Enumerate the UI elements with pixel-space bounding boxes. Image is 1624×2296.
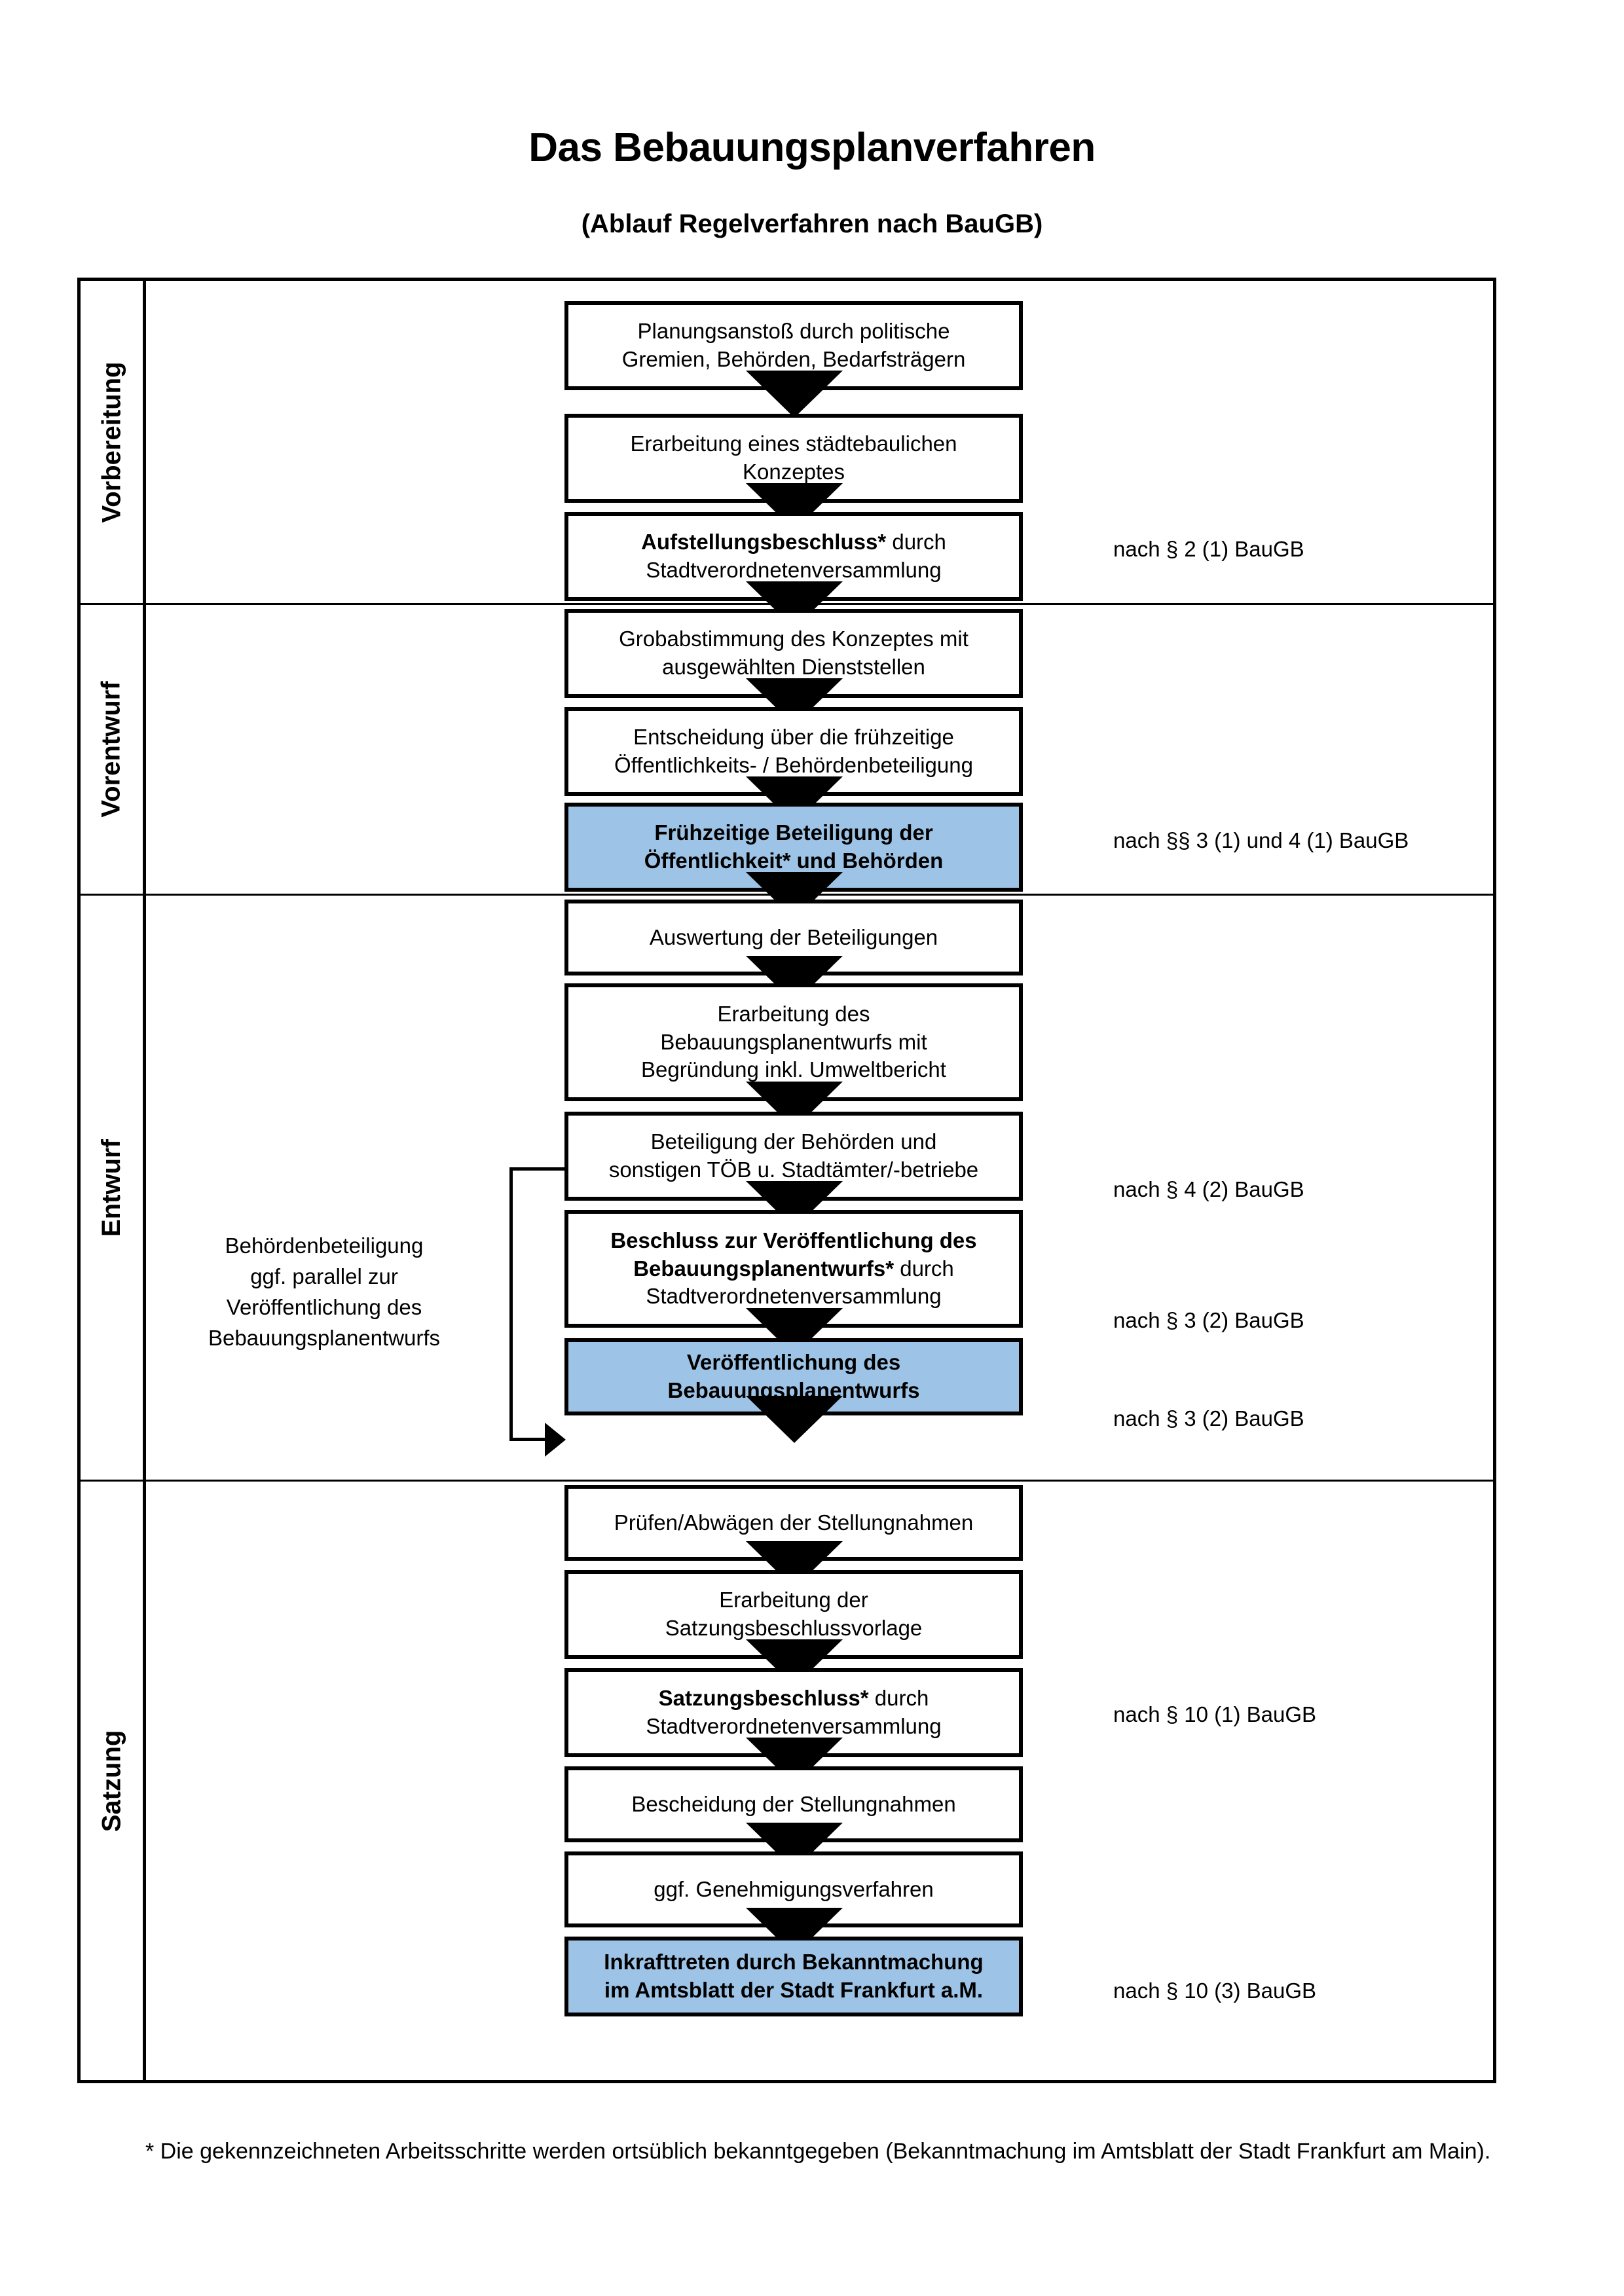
step-line-bold: Bebauungsplanentwurfs* [633, 1256, 895, 1281]
step-line: ggf. Genehmigungsverfahren [654, 1876, 934, 1901]
step-line: Bebauungsplanentwurfs mit [660, 1029, 927, 1054]
step-line: Grobabstimmung des Konzeptes mit [619, 627, 969, 651]
phase-label-entwurf: Entwurf [81, 896, 143, 1480]
page-title: Das Bebauungsplanverfahren [528, 125, 1096, 170]
step-line: durch [886, 530, 946, 555]
step-line: Gremien, Behörden, Bedarfsträgern [621, 347, 966, 371]
phase-label-satzung: Satzung [81, 1482, 143, 2080]
side-note-line: Bebauungsplanentwurfs [208, 1325, 441, 1350]
step-line: Öffentlichkeits- / Behördenbeteiligung [614, 753, 973, 777]
bypass-connector-vertical [509, 1167, 513, 1441]
step-line: Erarbeitung der [719, 1588, 868, 1613]
step-line: Entscheidung über die frühzeitige [633, 725, 954, 750]
step-line-bold: Satzungsbeschluss* [658, 1686, 869, 1711]
step-line: im Amtsblatt der Stadt Frankfurt a.M. [604, 1978, 984, 2002]
phase-label-text: Satzung [97, 1730, 126, 1832]
side-note-line: Behördenbeteiligung [225, 1233, 424, 1258]
phase-separator-3 [77, 1480, 1496, 1482]
step-inkrafttreten[interactable]: Inkrafttreten durch Bekanntmachung im Amt… [564, 1937, 1023, 2016]
bypass-arrow-icon [545, 1423, 566, 1457]
step-line: durch [868, 1686, 929, 1711]
step-line: Stadtverordnetenversammlung [646, 1714, 942, 1738]
side-note-line: ggf. parallel zur [250, 1264, 398, 1288]
step-line-bold: Beschluss zur Veröffentlichung des [610, 1228, 977, 1252]
step-line: Beteiligung der Behörden und [650, 1129, 937, 1154]
step-line: Stadtverordnetenversammlung [646, 558, 942, 582]
phase-label-vorbereitung: Vorbereitung [81, 281, 143, 603]
step-line: Prüfen/Abwägen der Stellungnahmen [614, 1510, 974, 1535]
step-line: Erarbeitung des [717, 1001, 870, 1026]
law-ref-3-1-4-1: nach §§ 3 (1) und 4 (1) BauGB [1113, 828, 1409, 852]
step-line: Bescheidung der Stellungnahmen [631, 1791, 956, 1816]
step-line: Begründung inkl. Umweltbericht [641, 1057, 946, 1082]
law-ref-2-1: nach § 2 (1) BauGB [1113, 537, 1304, 561]
phase-column-divider [143, 278, 146, 2083]
step-line: Stadtverordnetenversammlung [646, 1284, 942, 1309]
phase-label-text: Entwurf [97, 1139, 126, 1237]
step-line: Konzeptes [743, 460, 845, 484]
law-ref-10-3: nach § 10 (3) BauGB [1113, 1978, 1317, 2003]
law-ref-3-2-b: nach § 3 (2) BauGB [1113, 1406, 1304, 1430]
step-line: Erarbeitung eines städtebaulichen [630, 431, 957, 456]
step-line: durch [894, 1256, 954, 1281]
step-line: Veröffentlichung des [686, 1350, 901, 1375]
footnote: * Die gekennzeichneten Arbeitsschritte w… [145, 2139, 1491, 2164]
arrow-down-icon [746, 1396, 843, 1443]
step-line: Planungsanstoß durch politische [637, 319, 950, 344]
phase-label-text: Vorentwurf [97, 681, 126, 818]
law-ref-10-1: nach § 10 (1) BauGB [1113, 1702, 1317, 1726]
step-line: sonstigen TÖB u. Stadtämter/-betriebe [608, 1157, 979, 1182]
bypass-connector-bottom [509, 1438, 546, 1441]
page-subtitle: (Ablauf Regelverfahren nach BauGB) [581, 210, 1043, 238]
side-note-behoerdenbeteiligung: Behördenbeteiligung ggf. parallel zur Ve… [187, 1231, 462, 1353]
step-line: Öffentlichkeit* und Behörden [644, 848, 944, 873]
phase-label-vorentwurf: Vorentwurf [81, 605, 143, 894]
phase-label-text: Vorbereitung [97, 361, 126, 522]
step-line: durch Bekanntmachung [729, 1950, 984, 1975]
law-ref-3-2-a: nach § 3 (2) BauGB [1113, 1308, 1304, 1332]
arrow-down-icon [746, 371, 843, 418]
bypass-connector-top [509, 1167, 566, 1171]
step-line: Auswertung der Beteiligungen [649, 924, 938, 949]
step-line: Frühzeitige Beteiligung der [654, 820, 933, 845]
law-ref-4-2: nach § 4 (2) BauGB [1113, 1177, 1304, 1201]
step-line-bold: Aufstellungsbeschluss* [641, 530, 887, 555]
step-line-bold: Inkrafttreten [604, 1950, 730, 1975]
step-line: ausgewählten Dienststellen [662, 655, 925, 679]
side-note-line: Veröffentlichung des [226, 1294, 422, 1319]
step-line: Satzungsbeschlussvorlage [665, 1616, 923, 1640]
